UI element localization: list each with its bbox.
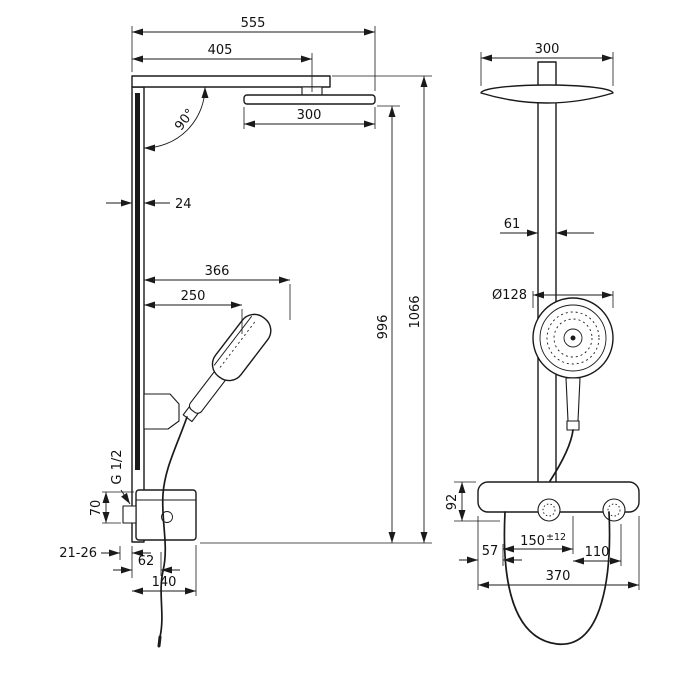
wall-bar-strip — [135, 93, 140, 470]
dim-inlet-offset: 70 — [89, 500, 104, 517]
wall-inlet-stub — [122, 505, 137, 524]
dim-overall-height: 1066 — [408, 295, 423, 328]
dim-handshower-reach: 366 — [205, 264, 230, 279]
dim-handshower-offset: 150 — [520, 534, 545, 549]
left-knob-knurl — [542, 503, 556, 517]
dim-hose-offset-side: 62 — [138, 554, 155, 569]
overhead-shower-side — [243, 94, 376, 105]
front-view: 300 61 Ø128 92 57 150 ±12 — [445, 42, 640, 645]
hose-front-loop — [503, 511, 611, 645]
overhead-shower-front — [480, 84, 614, 104]
thermostat-side — [135, 489, 197, 541]
handshower-center-cap — [563, 328, 583, 348]
dim-column-width: 61 — [504, 217, 521, 232]
dim-angle: 90° — [172, 106, 198, 133]
handshower-inner-ring — [539, 304, 607, 372]
dim-holder-reach: 250 — [181, 289, 206, 304]
handshower-face-line — [213, 315, 253, 366]
dim-height-to-head: 996 — [376, 315, 391, 340]
dim-knob-offset: 110 — [585, 545, 610, 560]
shower-arm — [131, 75, 331, 88]
hose-side-end — [157, 635, 162, 648]
hose-side — [159, 416, 188, 638]
front-dimensions: 300 61 Ø128 92 57 150 ±12 — [445, 42, 640, 590]
front-structure — [477, 61, 640, 645]
dim-connection-thread: G 1/2 — [110, 449, 125, 484]
dim-handshower-offset-tolerance: ±12 — [546, 532, 566, 543]
hose-front-upper — [549, 429, 574, 482]
right-knob — [602, 498, 626, 522]
dim-shelf-width: 370 — [546, 569, 571, 584]
dim-arm-reach: 405 — [208, 43, 233, 58]
dim-shelf-height: 92 — [445, 494, 460, 511]
dim-bar-depth: 24 — [175, 197, 192, 212]
dim-hose-offset-front: 57 — [482, 544, 499, 559]
dim-head-depth: 300 — [297, 108, 322, 123]
right-knob-knurl — [607, 503, 621, 517]
handshower-head-side — [211, 313, 272, 382]
handshower-side — [182, 313, 272, 423]
handshower-holder — [143, 393, 180, 430]
side-view: 555 405 300 90° 24 366 250 — [59, 16, 432, 648]
dim-wall-clearance: 21-26 — [59, 546, 97, 561]
dim-shelf-depth: 140 — [152, 575, 177, 590]
riser-pipe — [537, 61, 557, 491]
handshower-front — [532, 297, 614, 431]
handshower-nozzle-ring-1 — [546, 311, 600, 365]
handshower-nozzle-ring-2 — [553, 318, 593, 358]
left-knob — [537, 498, 561, 522]
angle-arc — [143, 86, 209, 152]
dim-handshower-diameter: Ø128 — [492, 288, 527, 303]
dim-overall-reach: 555 — [241, 16, 266, 31]
thermostat-side-knob — [161, 511, 173, 523]
handshower-center-dot — [570, 335, 576, 341]
handshower-handle-front — [565, 377, 581, 422]
hose-nut-front — [566, 420, 580, 431]
dim-head-width: 300 — [535, 42, 560, 57]
